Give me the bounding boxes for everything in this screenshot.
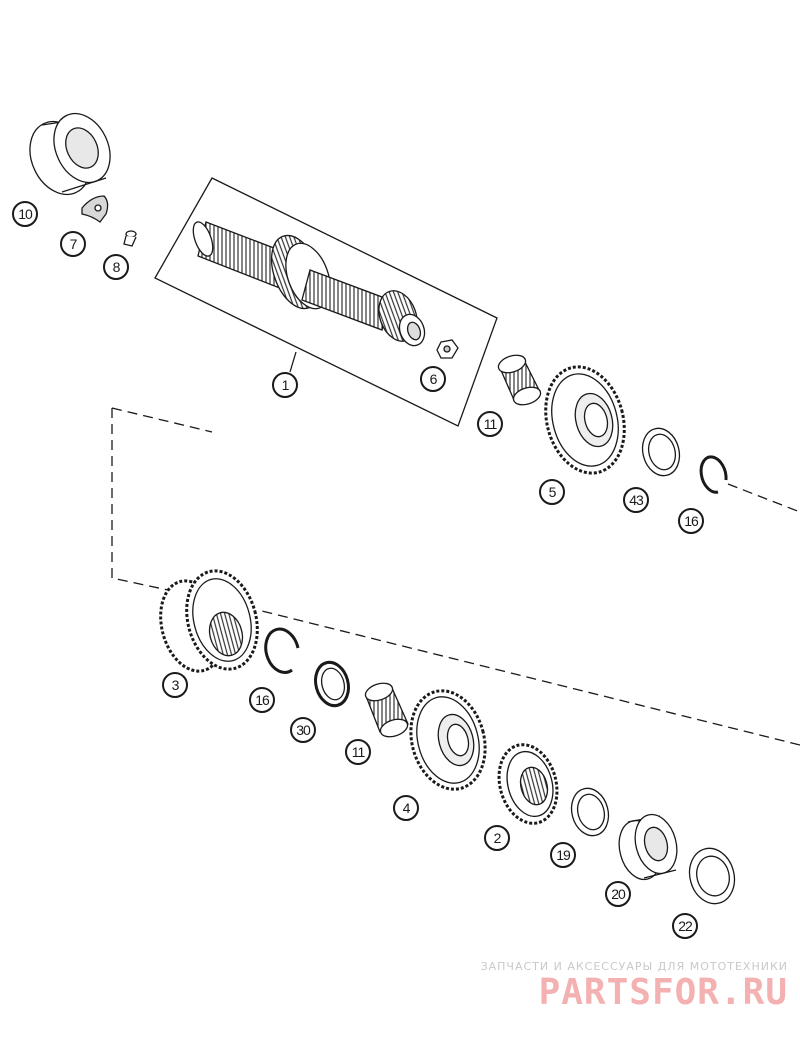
callout-16-upper: 16 [678,508,704,534]
callout-7: 7 [60,231,86,257]
callout-8: 8 [103,254,129,280]
callout-6: 6 [420,366,446,392]
callout-5: 5 [539,479,565,505]
callout-30: 30 [290,717,316,743]
callout-4: 4 [393,795,419,821]
circlip-16-upper [699,455,728,494]
callout-3: 3 [162,672,188,698]
callout-11-lower: 11 [345,739,371,765]
double-gear-3 [159,569,259,673]
dashed-guide-top [111,407,213,433]
gear-4 [409,689,487,791]
callout-1: 1 [272,372,298,398]
thrust-washer-30 [314,660,350,708]
thrust-washer-19 [570,787,610,837]
watermark-logo: PARTSFOR.RU [538,972,788,1013]
callout-10: 10 [12,201,38,227]
shim-22 [688,847,736,905]
gear-5 [544,365,626,475]
assembly-dashed-outline [111,408,169,591]
callout-20: 20 [605,881,631,907]
watermark: ЗАПЧАСТИ И АКСЕССУАРЫ ДЛЯ МОТОТЕХНИКИ PA… [468,960,788,1011]
callout-22: 22 [672,913,698,939]
circlip-16-lower [264,627,300,674]
dashed-guide-return [261,610,800,746]
thrust-ring-43 [641,427,681,477]
needle-bearing-11-upper [497,354,542,406]
needle-bearing-11-lower [364,682,409,738]
main-shaft-1 [192,221,426,347]
callout-2: 2 [484,825,510,851]
gear-2 [497,743,559,825]
dashed-guide-right [727,483,800,513]
ball-bearing-20 [618,813,678,881]
shaft-group-frame [154,177,498,427]
screw-8 [123,230,137,247]
watermark-caption: ЗАПЧАСТИ И АКСЕССУАРЫ ДЛЯ МОТОТЕХНИКИ [480,960,788,973]
leader-line-1 [289,351,297,373]
callout-19: 19 [550,842,576,868]
callout-43: 43 [623,487,649,513]
callout-11-upper: 11 [477,411,503,437]
nut-6 [436,339,459,359]
bearing-10 [29,112,111,196]
callout-16-lower: 16 [249,687,275,713]
